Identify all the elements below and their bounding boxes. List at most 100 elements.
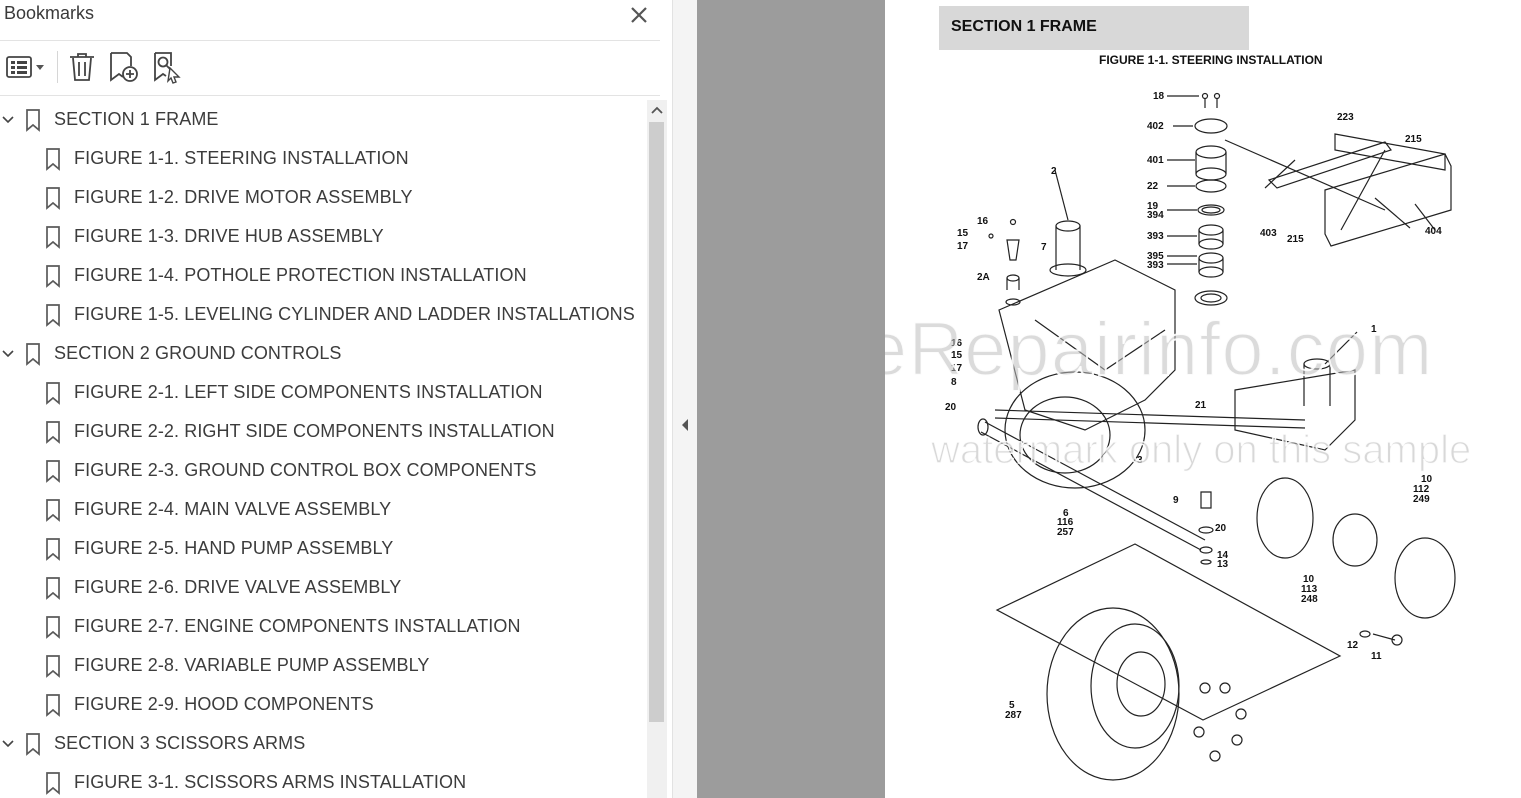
bookmark-figure-row[interactable]: FIGURE 1-5. LEVELING CYLINDER AND LADDER… — [0, 295, 646, 334]
part-callout: 6 — [1063, 508, 1069, 519]
part-callout: 9 — [1173, 495, 1179, 506]
bookmark-label: FIGURE 1-5. LEVELING CYLINDER AND LADDER… — [74, 304, 635, 324]
part-callout: 215 — [1287, 234, 1304, 245]
bookmark-icon — [46, 616, 60, 639]
part-callout: 16 — [951, 338, 963, 349]
bookmarks-toolbar — [0, 41, 660, 96]
list-options-icon[interactable] — [4, 50, 48, 84]
bookmark-figure-row[interactable]: FIGURE 3-1. SCISSORS ARMS INSTALLATION — [0, 763, 646, 798]
part-callout: 20 — [945, 402, 957, 413]
bookmark-figure-row[interactable]: FIGURE 2-9. HOOD COMPONENTS — [0, 685, 646, 724]
part-callout: 404 — [1425, 226, 1442, 237]
toolbar-separator — [57, 51, 58, 83]
bookmark-figure-row[interactable]: FIGURE 2-1. LEFT SIDE COMPONENTS INSTALL… — [0, 373, 646, 412]
bookmark-section-row[interactable]: SECTION 3 SCISSORS ARMS — [0, 724, 646, 763]
collapse-panel-icon[interactable] — [680, 418, 690, 432]
scrollbar-thumb[interactable] — [649, 122, 664, 722]
part-callout: 22 — [1147, 181, 1159, 192]
part-callout: 2A — [977, 272, 990, 283]
vertical-scrollbar[interactable] — [647, 100, 667, 798]
bookmark-icon — [46, 538, 60, 561]
bookmark-label: FIGURE 2-5. HAND PUMP ASSEMBLY — [74, 538, 394, 558]
part-callout: 11 — [1371, 651, 1382, 662]
scroll-up-icon[interactable] — [647, 100, 667, 120]
panel-header: Bookmarks — [0, 0, 660, 41]
part-callout: 17 — [951, 363, 963, 374]
bookmark-label: FIGURE 2-8. VARIABLE PUMP ASSEMBLY — [74, 655, 430, 675]
close-icon[interactable] — [626, 2, 652, 28]
bookmark-label: FIGURE 3-1. SCISSORS ARMS INSTALLATION — [74, 772, 467, 792]
part-callout: 403 — [1260, 228, 1277, 239]
part-callout: 287 — [1005, 710, 1022, 721]
chevron-down-icon[interactable] — [0, 112, 16, 128]
bookmark-figure-row[interactable]: FIGURE 1-2. DRIVE MOTOR ASSEMBLY — [0, 178, 646, 217]
part-callout: 113 — [1301, 584, 1318, 595]
chevron-down-icon[interactable] — [0, 736, 16, 752]
part-callout: 8 — [951, 377, 957, 388]
part-callout: 116 — [1057, 517, 1074, 528]
bookmark-tree: SECTION 1 FRAME FIGURE 1-1. STEERING INST… — [0, 100, 646, 798]
section-header-box: SECTION 1 FRAME — [939, 6, 1249, 50]
bookmark-label: FIGURE 1-4. POTHOLE PROTECTION INSTALLAT… — [74, 265, 527, 285]
bookmark-label: SECTION 2 GROUND CONTROLS — [54, 343, 342, 363]
figure-title: FIGURE 1-1. STEERING INSTALLATION — [1099, 53, 1323, 67]
watermark-site: eRepairinfo.com — [885, 306, 1434, 393]
part-callout: 14 — [1217, 550, 1229, 561]
bookmark-icon — [46, 382, 60, 405]
bookmark-icon — [26, 733, 40, 756]
watermark-sample: watermark only on this sample — [930, 427, 1472, 473]
bookmark-figure-row[interactable]: FIGURE 1-3. DRIVE HUB ASSEMBLY — [0, 217, 646, 256]
bookmark-section-row[interactable]: SECTION 1 FRAME — [0, 100, 646, 139]
part-callout: 402 — [1147, 121, 1164, 132]
bookmark-label: FIGURE 2-9. HOOD COMPONENTS — [74, 694, 374, 714]
part-callout: 112 — [1413, 484, 1430, 495]
bookmark-icon — [46, 655, 60, 678]
part-callout: 20 — [1215, 523, 1227, 534]
bookmark-figure-row[interactable]: FIGURE 1-1. STEERING INSTALLATION — [0, 139, 646, 178]
part-callout: 19 — [1147, 201, 1159, 212]
part-callout: 18 — [1153, 91, 1165, 102]
bookmark-search-icon[interactable] — [150, 50, 184, 84]
exploded-parts-drawing: 1840240122193943933953932232154032154042… — [945, 91, 1456, 781]
bookmark-icon — [46, 577, 60, 600]
bookmark-icon — [46, 460, 60, 483]
bookmark-label: FIGURE 2-7. ENGINE COMPONENTS INSTALLATI… — [74, 616, 521, 636]
part-callout: 17 — [957, 241, 969, 252]
part-callout: 15 — [957, 228, 969, 239]
bookmark-icon — [46, 265, 60, 288]
bookmark-figure-row[interactable]: FIGURE 2-2. RIGHT SIDE COMPONENTS INSTAL… — [0, 412, 646, 451]
bookmark-figure-row[interactable]: FIGURE 2-7. ENGINE COMPONENTS INSTALLATI… — [0, 607, 646, 646]
bookmark-figure-row[interactable]: FIGURE 2-3. GROUND CONTROL BOX COMPONENT… — [0, 451, 646, 490]
part-callout: 248 — [1301, 594, 1318, 605]
part-callout: 393 — [1147, 231, 1164, 242]
bookmark-label: SECTION 1 FRAME — [54, 109, 219, 129]
trash-icon[interactable] — [66, 50, 98, 84]
bookmark-label: FIGURE 1-1. STEERING INSTALLATION — [74, 148, 409, 168]
bookmark-section-row[interactable]: SECTION 2 GROUND CONTROLS — [0, 334, 646, 373]
bookmark-label: FIGURE 2-6. DRIVE VALVE ASSEMBLY — [74, 577, 402, 597]
bookmark-label: FIGURE 1-3. DRIVE HUB ASSEMBLY — [74, 226, 384, 246]
part-callout: 13 — [1217, 559, 1229, 570]
bookmark-icon — [46, 148, 60, 171]
bookmark-add-icon[interactable] — [107, 50, 141, 84]
bookmark-icon — [46, 499, 60, 522]
bookmark-figure-row[interactable]: FIGURE 2-5. HAND PUMP ASSEMBLY — [0, 529, 646, 568]
part-callout: 21 — [1195, 400, 1207, 411]
bookmark-icon — [46, 187, 60, 210]
bookmark-figure-row[interactable]: FIGURE 2-8. VARIABLE PUMP ASSEMBLY — [0, 646, 646, 685]
panel-splitter[interactable] — [672, 0, 697, 798]
bookmark-figure-row[interactable]: FIGURE 2-6. DRIVE VALVE ASSEMBLY — [0, 568, 646, 607]
bookmarks-panel: Bookmarks — [0, 0, 672, 798]
bookmark-icon — [46, 304, 60, 327]
part-callout: 16 — [977, 216, 989, 227]
part-callout: 10 — [1303, 574, 1315, 585]
chevron-down-icon[interactable] — [0, 346, 16, 362]
bookmark-figure-row[interactable]: FIGURE 2-4. MAIN VALVE ASSEMBLY — [0, 490, 646, 529]
viewer-background — [697, 0, 885, 798]
part-callout: 2 — [1051, 166, 1057, 177]
part-callout: 12 — [1347, 640, 1359, 651]
part-callout: 395 — [1147, 251, 1164, 262]
bookmark-figure-row[interactable]: FIGURE 1-4. POTHOLE PROTECTION INSTALLAT… — [0, 256, 646, 295]
part-callout: 257 — [1057, 527, 1074, 538]
section-title: SECTION 1 FRAME — [951, 18, 1097, 35]
